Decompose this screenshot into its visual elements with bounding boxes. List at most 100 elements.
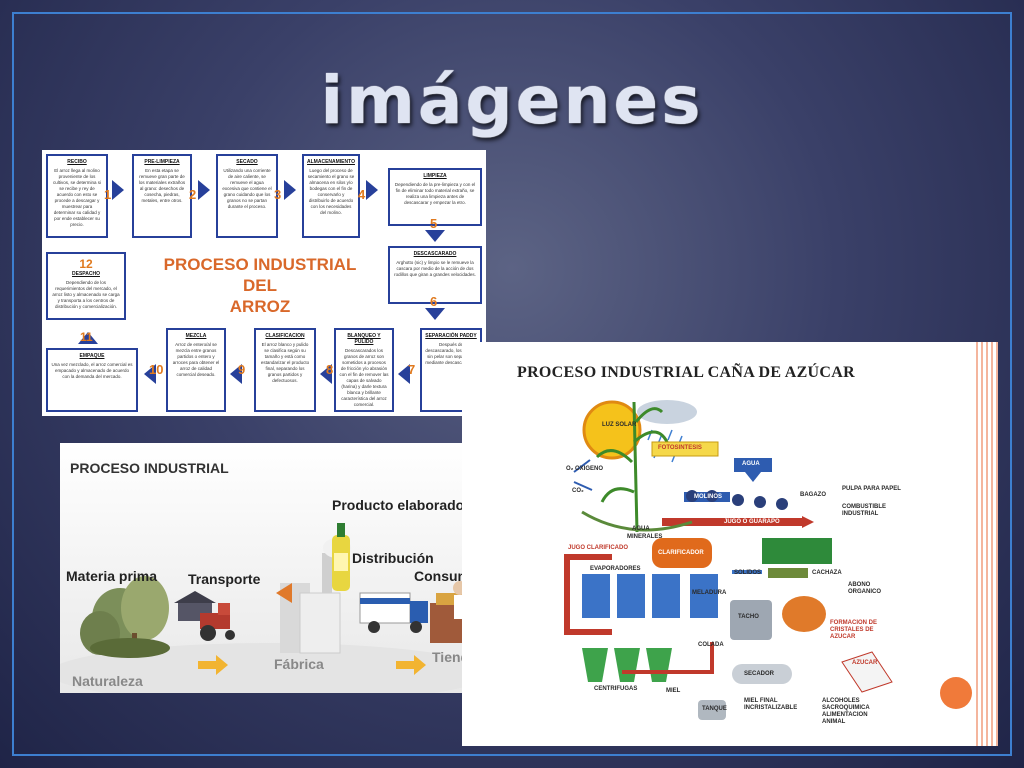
step-text: El arroz blanco y pulido se clasifica se…	[260, 342, 310, 383]
step-number: 6	[430, 294, 438, 309]
label-agua-low: AGUA	[632, 526, 650, 532]
label-fotosintesis: FOTOSINTESIS	[658, 445, 702, 451]
step-heading: SECADO	[236, 159, 258, 165]
label-tacho: TACHO	[738, 614, 759, 620]
step-box-secado: SECADO Utilizando una corriente de aire …	[216, 154, 278, 238]
step-text: Dependiendo de la pre-limpieza y con el …	[394, 182, 476, 205]
label-evaporadores: EVAPORADORES	[590, 566, 641, 572]
label-pulpa: PULPA PARA PAPEL	[842, 486, 901, 492]
rice-process-title: PROCESO INDUSTRIAL DEL ARROZ	[142, 254, 378, 317]
label-centrifugas: CENTRIFUGAS	[594, 686, 638, 692]
step-number: 9	[238, 362, 246, 377]
step-heading: MEZCLA	[185, 333, 207, 339]
sugarcane-process-image: PROCESO INDUSTRIAL CAÑA DE AZÚCAR	[462, 342, 998, 746]
flow-arrow-icon	[198, 180, 210, 200]
flow-arrow-icon	[396, 655, 426, 675]
flow-arrow-icon	[198, 655, 228, 675]
label-formacion: FORMACION DE CRISTALES DE AZUCAR	[830, 620, 877, 640]
step-number: 2	[189, 187, 197, 202]
step-heading: LIMPIEZA	[423, 173, 447, 179]
step-heading: DESPACHO	[72, 271, 100, 277]
step-text: Arroz de entero/al se mezcla entre grano…	[172, 342, 220, 377]
label-oxigeno: O₂ OXIGENO	[566, 466, 604, 472]
step-number: 12	[79, 257, 93, 271]
step-text: En esta etapa se remueve gran parte de l…	[138, 168, 186, 203]
step-box-mezcla: MEZCLA Arroz de entero/al se mezcla entr…	[166, 328, 226, 412]
flow-arrow-icon	[230, 364, 242, 384]
step-heading: SEPARACIÓN PADDY	[425, 333, 477, 339]
rice-process-image: RECIBO El arroz llega al molino provenie…	[42, 150, 486, 416]
label-distribucion: Distribución	[352, 550, 434, 566]
sun-icon	[582, 400, 642, 460]
rice-title-line: DEL	[243, 276, 277, 295]
rice-title-line: ARROZ	[229, 297, 291, 316]
oil-bottle-icon	[332, 523, 350, 591]
tractor-icon	[200, 603, 235, 641]
flow-arrow-icon	[112, 180, 124, 200]
label-combustible: COMBUSTIBLE INDUSTRIAL	[842, 504, 886, 517]
tacho-icon	[730, 600, 772, 640]
label-cachaza: CACHAZA	[812, 570, 842, 576]
label-minerales: MINERALES	[627, 534, 663, 540]
step-box-descascarado: DESCASCARADO Arghotto (sic) y limpio se …	[388, 246, 482, 304]
label-co2: CO₂	[572, 488, 584, 494]
tank-icon	[698, 700, 726, 720]
truck-icon	[359, 592, 428, 633]
flow-arrow-icon	[425, 308, 445, 320]
step-heading: EMPAQUE	[79, 353, 105, 359]
label-molinos: MOLINOS	[694, 494, 722, 500]
step-text: Dependiendo de los requerimientos del me…	[52, 280, 120, 309]
fotosintesis-box	[651, 441, 719, 457]
label-bagazo: BAGAZO	[800, 492, 826, 498]
step-box-almacenamiento: ALMACENAMIENTO Luego del proceso de seca…	[302, 154, 360, 238]
tree-icon	[80, 576, 170, 658]
label-naturaleza: Naturaleza	[72, 673, 143, 689]
label-transporte: Transporte	[188, 571, 261, 587]
sugarcane-process-diagram	[564, 400, 893, 720]
label-colada: COLADA	[698, 642, 724, 648]
evaporators-icon	[582, 574, 718, 618]
label-secador: SECADOR	[744, 671, 775, 677]
step-number: 3	[274, 187, 282, 202]
label-miel: MIEL	[666, 688, 681, 694]
dryer-icon	[732, 664, 792, 684]
label-luz-solar: LUZ SOLAR	[602, 422, 637, 428]
centrifuges-icon	[582, 648, 672, 682]
step-text: Descascarados los granos de arroz son so…	[339, 348, 389, 407]
step-text: Después de descascarado, los granos sin …	[425, 342, 477, 365]
slide-title: imágenes	[320, 62, 704, 139]
step-number: 1	[104, 187, 112, 202]
sugar-bag-icon	[841, 651, 893, 693]
label-miel-final: MIEL FINAL INCRISTALIZABLE	[744, 698, 798, 711]
decorative-orange-dot	[940, 677, 972, 709]
flow-arrow-icon	[284, 180, 296, 200]
step-number: 11	[80, 330, 93, 344]
step-heading: RECIBO	[67, 159, 87, 165]
step-box-limpieza: LIMPIEZA Dependiendo de la pre-limpieza …	[388, 168, 482, 226]
flow-arrow-icon	[320, 364, 332, 384]
industrial-process-title: PROCESO INDUSTRIAL	[70, 460, 229, 476]
step-box-prelimpieza: PRE-LIMPIEZA En esta etapa se remueve gr…	[132, 154, 192, 238]
step-number: 8	[326, 362, 334, 377]
step-heading: ALMACENAMIENTO	[307, 159, 355, 165]
label-jugo-clarificado: JUGO CLARIFICADO	[568, 545, 628, 551]
step-text: Una vez mezclado, el arroz comercial es …	[51, 362, 133, 379]
step-heading: BLANQUEO Y PULIDO	[347, 333, 381, 345]
flow-arrow-icon	[366, 180, 378, 200]
industrial-process-image: PROCESO INDUSTRIAL Producto elaborado Ma…	[60, 443, 480, 693]
label-abono: ABONO ORGANICO	[848, 582, 881, 595]
step-number: 10	[149, 362, 164, 377]
flow-arrow-icon	[398, 364, 410, 384]
step-number: 5	[430, 216, 438, 231]
clarifier-tank-icon	[652, 538, 712, 568]
flow-arrow-icon	[144, 364, 156, 384]
sugarcane-process-title: PROCESO INDUSTRIAL CAÑA DE AZÚCAR	[517, 364, 855, 381]
flow-arrow-icon	[78, 332, 98, 344]
step-heading: PRE-LIMPIEZA	[144, 159, 180, 165]
step-text: Luego del proceso de secamiento el grano…	[307, 168, 355, 215]
label-agua-top: AGUA	[742, 461, 760, 467]
step-text: El arroz llega al molino proveniente de …	[52, 168, 102, 227]
label-tanque: TANQUE	[702, 706, 727, 712]
step-box-despacho: 12 DESPACHO Dependiendo de los requerimi…	[46, 252, 126, 320]
sugarcane-plant-icon	[595, 401, 669, 533]
